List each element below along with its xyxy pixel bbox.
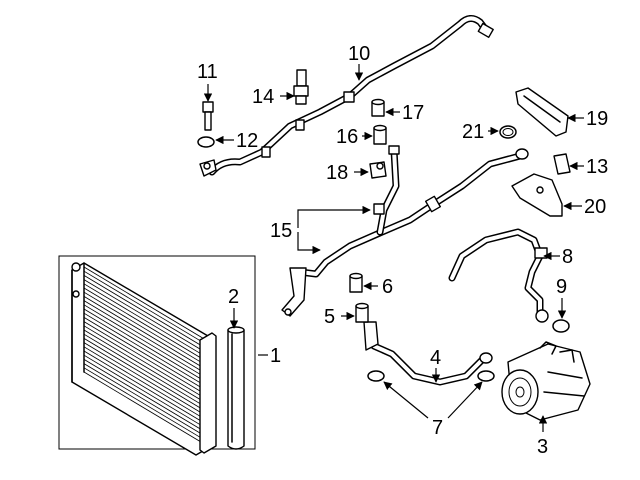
condenser-fin: [83, 325, 207, 400]
hose-10: [199, 15, 494, 177]
callout-19: 19: [586, 108, 608, 130]
o-ring-21: [499, 125, 517, 139]
clip-13: [553, 153, 571, 175]
condenser-side-tank: [199, 332, 217, 454]
callout-numbers: 1 2 3 4 5 6 7 8 9 10 11 12 13 14 15 16 1…: [197, 43, 608, 458]
condenser-fin: [83, 317, 207, 391]
clip-18: [369, 161, 387, 179]
condenser-fin: [83, 266, 207, 341]
valve-17: [371, 98, 385, 117]
condenser-fin: [83, 304, 207, 379]
callout-18: 18: [326, 162, 348, 184]
valve-16: [373, 124, 387, 145]
condenser-fin: [83, 338, 207, 412]
condenser-fin: [83, 359, 207, 433]
callout-21: 21: [462, 121, 484, 143]
callout-3: 3: [537, 436, 548, 458]
callout-5: 5: [324, 306, 335, 328]
callout-7: 7: [432, 417, 443, 439]
condenser-fins: [83, 266, 207, 446]
callout-2: 2: [228, 286, 239, 308]
condenser-fin: [83, 333, 207, 408]
callout-11: 11: [197, 61, 218, 83]
condenser-fin: [83, 287, 207, 362]
valve-6: [349, 272, 363, 293]
callout-10: 10: [348, 43, 370, 65]
callout-4: 4: [430, 347, 441, 369]
o-ring-12: [197, 136, 215, 148]
callout-14: 14: [252, 86, 274, 108]
callout-17: 17: [402, 102, 424, 124]
receiver-drier: [227, 329, 245, 450]
o-ring-9: [552, 319, 570, 333]
condenser-fin: [83, 279, 207, 353]
condenser-fin: [83, 342, 207, 416]
condenser-fin: [83, 354, 207, 429]
condenser-fin: [83, 329, 207, 404]
callout-13: 13: [586, 156, 608, 178]
callout-8: 8: [562, 246, 573, 268]
condenser-fin: [83, 346, 207, 421]
callout-20: 20: [584, 196, 606, 218]
callout-16: 16: [336, 126, 358, 148]
condenser-fin: [83, 291, 207, 366]
condenser-fin: [83, 363, 207, 437]
condenser-fin: [83, 275, 207, 349]
hose-4: [363, 321, 493, 386]
callout-1: 1: [270, 345, 281, 367]
callout-9: 9: [556, 276, 567, 298]
condenser-fin: [83, 300, 207, 374]
condenser-fin: [83, 283, 207, 358]
leaders: [203, 64, 584, 432]
condenser-fin: [83, 367, 207, 442]
hose-15: [281, 145, 529, 317]
o-ring-7-right: [477, 370, 495, 382]
bolt-11: [202, 101, 214, 131]
compressor: [501, 341, 591, 421]
condenser-fin: [83, 371, 207, 446]
condenser-fin: [83, 321, 207, 395]
o-ring-7-left: [367, 370, 385, 382]
bracket-19: [515, 87, 569, 137]
pressure-switch-14: [293, 69, 309, 105]
condenser-fin: [83, 270, 207, 345]
condenser-fin: [83, 312, 207, 387]
condenser-fin: [83, 308, 207, 383]
bracket-20: [511, 173, 563, 217]
condenser-group: [58, 255, 256, 456]
callout-12: 12: [236, 130, 258, 152]
valve-5: [355, 302, 369, 323]
condenser-fin: [83, 350, 207, 425]
callout-15: 15: [270, 220, 292, 242]
hose-8: [448, 228, 549, 323]
condenser-frame-box: [58, 255, 256, 450]
callout-6: 6: [382, 276, 393, 298]
condenser-fin: [83, 296, 207, 370]
